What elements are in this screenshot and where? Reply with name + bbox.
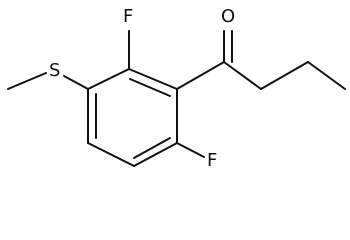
molecule-diagram: F F O S [7, 6, 346, 171]
aryl-carbonyl-bond [176, 61, 225, 90]
atom-label-fluorine-top: F [123, 6, 133, 27]
ring-bond-1 [128, 68, 178, 90]
atom-label-oxygen: O [221, 6, 235, 27]
c-f-bottom-bond [176, 142, 205, 158]
ring-bond-4 [87, 142, 135, 167]
s-methyl-bond [7, 72, 47, 90]
chain-bond-1 [223, 61, 262, 90]
ring-bond-6 [87, 68, 130, 90]
ring-bond-3 [133, 142, 178, 167]
ring-double-bond-1 [129, 78, 171, 97]
chain-bond-2 [260, 61, 309, 90]
chain-bond-3 [307, 61, 346, 90]
molecule-structure: F F O S [7, 6, 346, 171]
atom-label-fluorine-bottom: F [207, 150, 217, 171]
ring-double-bond-2 [133, 137, 171, 159]
atom-label-sulfur: S [49, 60, 60, 81]
c-s-bond [63, 75, 89, 90]
